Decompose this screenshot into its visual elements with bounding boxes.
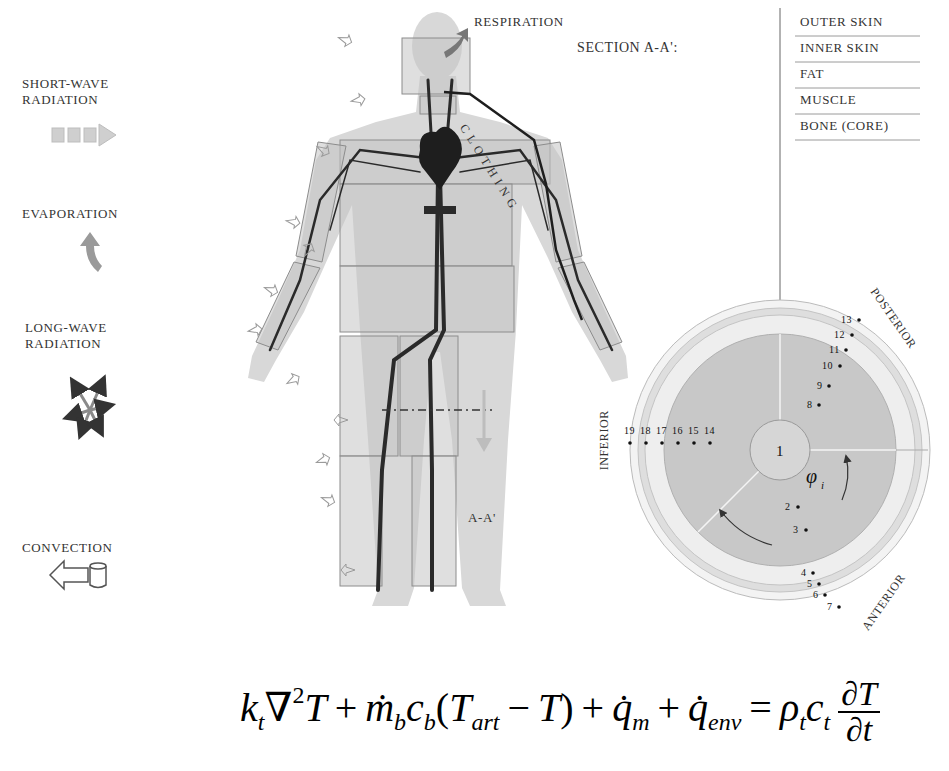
equation-term: ( [436, 688, 449, 728]
ambient-arrow [247, 323, 263, 337]
heat-transfer-label: LONG-WAVE RADIATION [25, 320, 125, 351]
equation-term: t [258, 710, 265, 734]
equation-term: ) [560, 688, 573, 728]
equation-term: + [657, 688, 680, 728]
respiration-arrow [444, 28, 468, 58]
equation-term: T [304, 688, 326, 728]
orientation-label: INFERIOR [597, 410, 611, 470]
node-number: 5 [807, 578, 813, 590]
equation-term: c [406, 688, 424, 728]
node-number: 6 [813, 589, 819, 601]
equation-term: env [708, 710, 741, 734]
node-number: 4 [801, 567, 807, 579]
equation-term: t [799, 710, 806, 734]
orientation-label: POSTERIOR [867, 285, 919, 351]
heart [419, 127, 462, 214]
ambient-arrow [284, 371, 302, 388]
equation-term: b [424, 710, 436, 734]
equation-term: T [449, 688, 471, 728]
body-label: CLOTHING [457, 121, 523, 215]
node-number: 17 [656, 425, 667, 437]
equation-term: − [507, 688, 530, 728]
body-label: A-A' [468, 510, 496, 526]
equation-term: m [632, 710, 649, 734]
ambient-arrow [319, 492, 336, 508]
equation-term: + [335, 688, 358, 728]
convection-icon [50, 561, 106, 589]
node-number: 10 [822, 360, 833, 372]
node-number: 16 [672, 425, 683, 437]
bioheat-equation: kt∇2T+ṁbcb(Tart−T)+q̇m+q̇env=ρtct∂T∂t [240, 677, 880, 747]
evaporation-icon [80, 232, 102, 272]
ambient-arrow [299, 241, 316, 259]
heat-transfer-label: EVAPORATION [22, 206, 118, 222]
equation-term: q̇ [612, 688, 632, 728]
equation-term: ∂T [838, 677, 880, 713]
node-number: 1 [776, 442, 784, 460]
equation-term: art [471, 710, 499, 734]
ambient-arrows [247, 32, 366, 576]
node-number: 11 [829, 344, 840, 356]
node-number: 7 [827, 601, 833, 613]
long-wave-icon [66, 378, 112, 436]
angle-symbol: i [821, 479, 825, 492]
blood-vessels [270, 80, 612, 590]
layer-label: FAT [800, 66, 824, 82]
fraction: ∂T∂t [838, 677, 880, 747]
ambient-arrow [285, 215, 301, 229]
equation-term: = [749, 688, 772, 728]
layer-label: INNER SKIN [800, 40, 879, 56]
node-number: 9 [817, 380, 823, 392]
ambient-arrow [262, 282, 279, 298]
orientation-label: ANTERIOR [859, 571, 908, 633]
cross-section [628, 8, 930, 609]
ambient-arrow [350, 93, 366, 107]
body-label: RESPIRATION [474, 14, 564, 30]
heat-transfer-label: SHORT-WAVE RADIATION [22, 76, 122, 107]
ambient-arrow [314, 452, 331, 468]
equation-term: k [240, 688, 258, 728]
equation-term: ∇ [264, 688, 292, 728]
body-segments [256, 38, 622, 586]
ambient-arrow [341, 564, 355, 576]
section-title: SECTION A-A': [577, 40, 678, 57]
ambient-arrow [314, 141, 332, 158]
node-number: 19 [624, 425, 635, 437]
equation-term: t [824, 710, 831, 734]
equation-term: c [806, 688, 824, 728]
human-body [248, 12, 628, 606]
node-number: 8 [807, 399, 813, 411]
equation-term: q̇ [688, 688, 708, 728]
node-number: 3 [793, 524, 799, 536]
equation-term: + [582, 688, 605, 728]
equation-term: ∂t [843, 713, 875, 747]
equation-term: 2 [292, 683, 304, 707]
heat-transfer-label: CONVECTION [22, 540, 113, 556]
short-wave-icon [52, 124, 116, 146]
angle-symbol: φ [806, 464, 818, 488]
clothing-line [444, 92, 582, 320]
equation-term: ṁ [365, 688, 394, 728]
node-number: 18 [640, 425, 651, 437]
node-number: 14 [704, 425, 715, 437]
node-number: 13 [841, 314, 852, 326]
equation-term: ρ [780, 688, 799, 728]
equation-term: b [394, 710, 406, 734]
node-number: 15 [688, 425, 699, 437]
layer-label: BONE (CORE) [800, 118, 889, 134]
node-number: 2 [785, 501, 791, 513]
equation-term: T [538, 688, 560, 728]
ambient-arrow [334, 414, 348, 426]
node-number: 12 [834, 329, 845, 341]
layer-label: MUSCLE [800, 92, 856, 108]
section-cut [382, 390, 492, 452]
layer-label: OUTER SKIN [800, 14, 883, 30]
ambient-arrow [336, 32, 353, 48]
